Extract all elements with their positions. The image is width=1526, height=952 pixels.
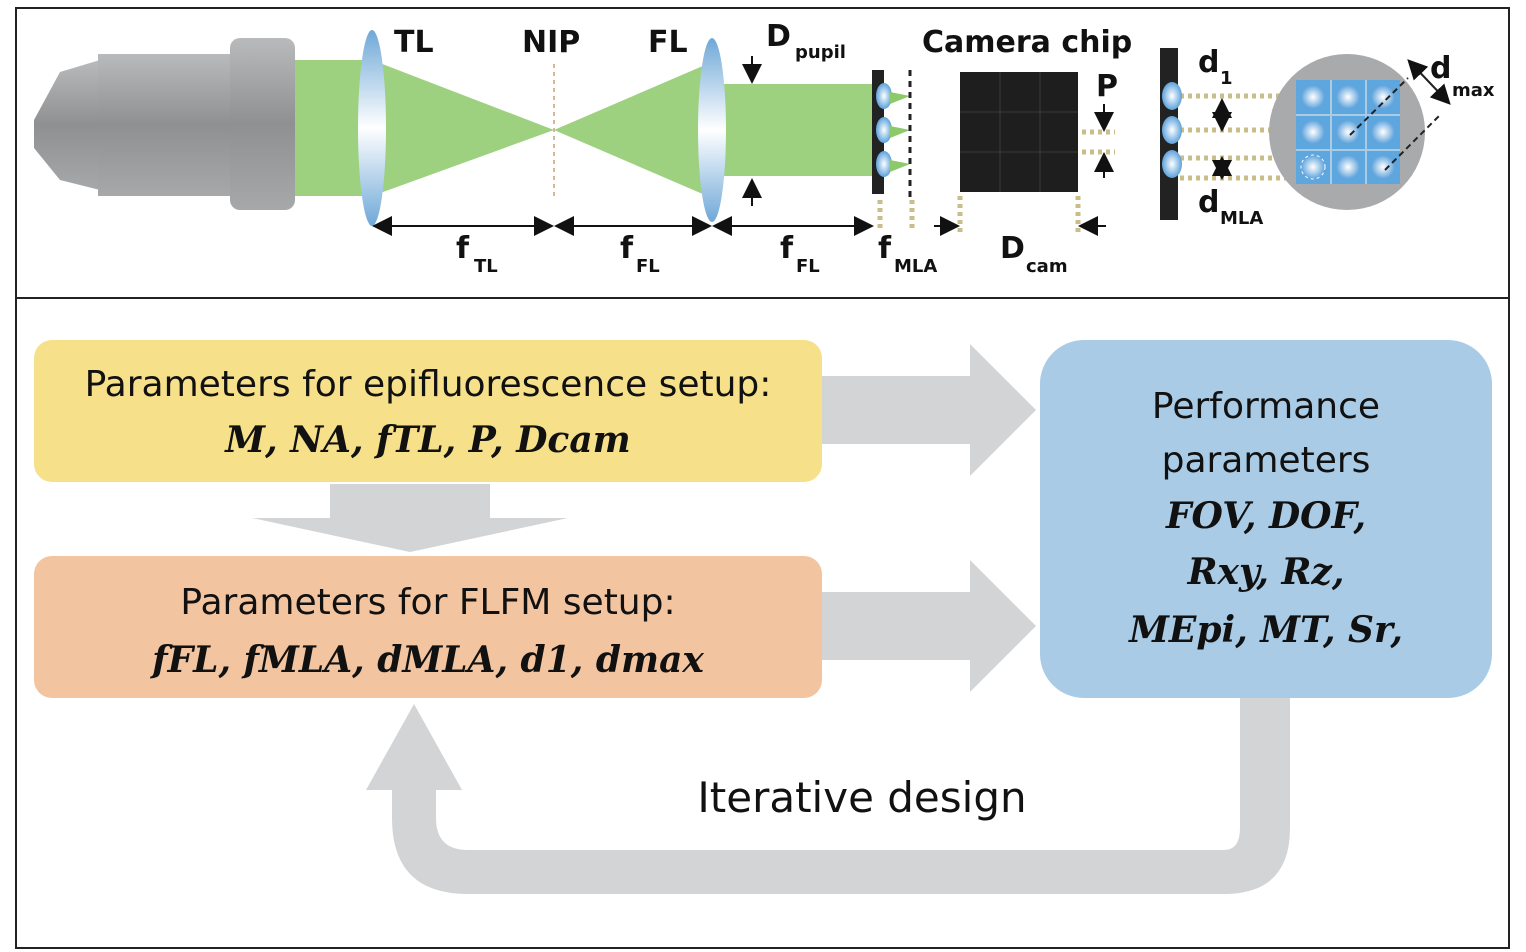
flfm-parameters-list: fFL, fMLA, dMLA, d1, dmax [149, 639, 704, 681]
performance-line-1: Performance [1152, 386, 1380, 427]
label-d1: d [1198, 45, 1219, 80]
tube-lens-icon [358, 30, 386, 226]
dimension-arrows [372, 56, 1232, 236]
label-f-tl: f [456, 231, 470, 266]
label-d-cam: D [1000, 231, 1025, 266]
flfm-parameters-box [34, 556, 822, 698]
label-d-cam-sub: cam [1026, 256, 1068, 277]
performance-parameters-box [1040, 340, 1492, 698]
label-camera-chip: Camera chip [922, 25, 1132, 60]
arrow-flfm-to-performance [822, 560, 1036, 692]
design-flowchart: Parameters for epifluorescence setup: M,… [34, 340, 1492, 894]
label-d-pupil: D [766, 19, 791, 54]
label-dmla: d [1198, 185, 1219, 220]
label-f-fl-2-sub: FL [796, 256, 820, 277]
label-p: P [1096, 69, 1118, 104]
epi-parameters-title: Parameters for epifluorescence setup: [85, 364, 772, 405]
label-dmax: d [1430, 51, 1451, 86]
objective-lens-icon [34, 38, 295, 210]
label-d-pupil-sub: pupil [795, 42, 846, 63]
iterative-design-label: Iterative design [697, 773, 1026, 822]
sensor-footprint-icon [1269, 54, 1451, 210]
performance-line-5: MEpi, MT, Sr, [1127, 609, 1403, 651]
mla-side-view-icon [1160, 48, 1182, 220]
label-nip: NIP [522, 25, 580, 60]
label-f-fl-1-sub: FL [636, 256, 660, 277]
label-f-mla-sub: MLA [894, 256, 937, 277]
beam-tl-to-nip [372, 60, 554, 196]
performance-line-3: FOV, DOF, [1165, 495, 1366, 537]
flfm-parameters-title: Parameters for FLFM setup: [180, 582, 675, 623]
camera-chip-icon [960, 72, 1078, 192]
label-f-tl-sub: TL [474, 256, 498, 277]
arrow-epi-to-performance [822, 344, 1036, 476]
beam-fl-to-mla [712, 84, 872, 176]
label-f-mla: f [878, 231, 892, 266]
label-d1-sub: 1 [1220, 68, 1233, 89]
label-f-fl-1: f [620, 231, 634, 266]
epi-parameters-box [34, 340, 822, 482]
performance-line-2: parameters [1162, 440, 1371, 481]
label-dmla-sub: MLA [1220, 208, 1263, 229]
fourier-lens-icon [698, 38, 726, 222]
label-fl: FL [648, 25, 688, 60]
microlens-array-icon [872, 70, 912, 200]
label-f-fl-2: f [780, 231, 794, 266]
beam-nip-to-fl [554, 62, 712, 198]
arrow-epi-to-flfm [252, 484, 568, 552]
optical-schematic: TL NIP FL D pupil Camera chip P d 1 d ma… [34, 19, 1495, 277]
performance-line-4: Rxy, Rz, [1187, 551, 1345, 593]
label-tl: TL [394, 25, 434, 60]
label-dmax-sub: max [1452, 80, 1495, 101]
beam-objective-to-tl [295, 60, 372, 196]
iterative-loop-arrow [366, 698, 1290, 894]
epi-parameters-list: M, NA, fTL, P, Dcam [223, 419, 631, 461]
